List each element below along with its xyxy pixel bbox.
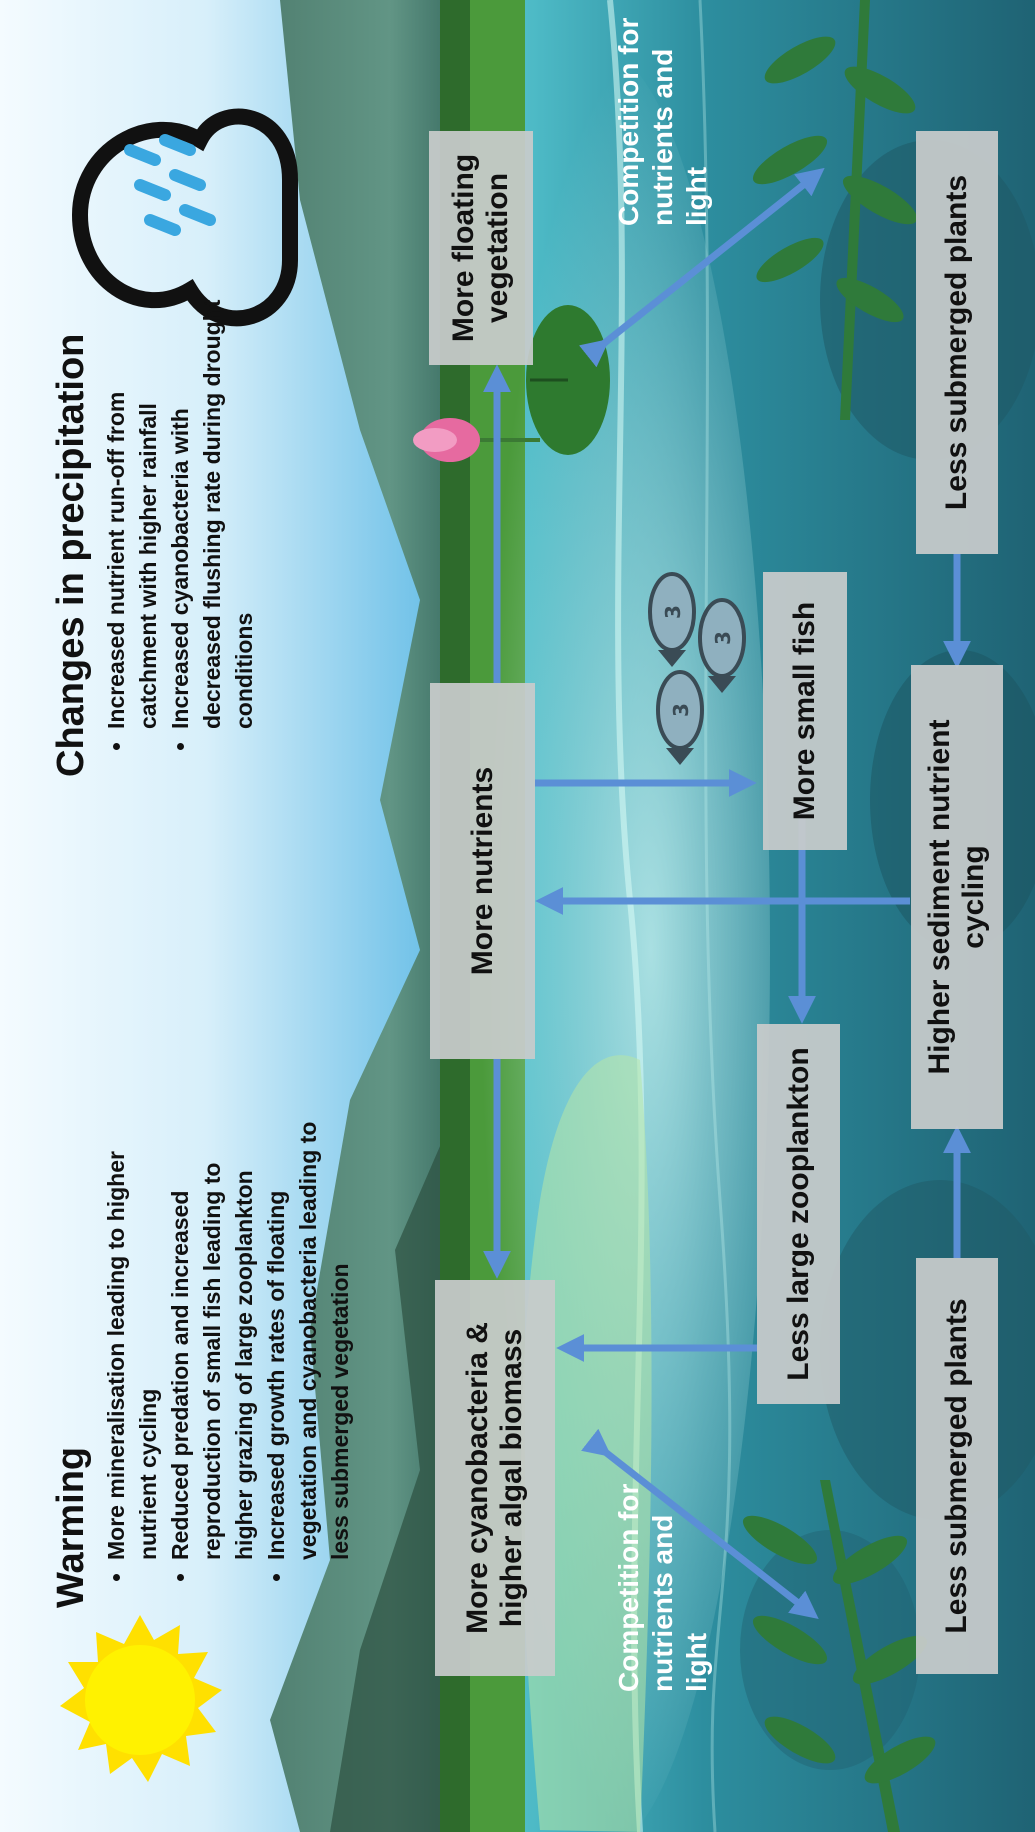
warming-bullets: More mineralisation leading to higher nu… <box>100 1100 356 1600</box>
node-sediment-cycling: Higher sediment nutrient cycling <box>911 665 1003 1129</box>
sun-icon <box>60 1615 222 1782</box>
competition-label-left: Competition for nutrients and light <box>613 1483 712 1692</box>
fish-icon: 3 <box>656 670 704 765</box>
node-nutrients: More nutrients <box>430 683 535 1059</box>
precipitation-bullet: Increased nutrient run-off from catchmen… <box>100 289 164 729</box>
fish-badge-label: 3 <box>669 703 693 717</box>
arrow-competition-right <box>579 167 825 368</box>
warming-bullet: Increased growth rates of floating veget… <box>260 1100 356 1560</box>
waterweed-icon <box>752 0 918 420</box>
arrow-competition-left <box>581 1428 819 1620</box>
node-large-zooplankton: Less large zooplankton <box>757 1024 840 1404</box>
node-submerged-plants-right: Less submerged plants <box>916 131 998 554</box>
competition-label-right: Competition for nutrients and light <box>613 17 712 226</box>
fish-icon: 3 <box>698 598 746 693</box>
fish-badge-label: 3 <box>711 631 735 645</box>
precipitation-bullet: Increased cyanobacteria with decreased f… <box>164 289 260 729</box>
warming-title: Warming <box>50 1446 92 1608</box>
node-floating-vegetation: More floating vegetation <box>429 131 533 365</box>
precipitation-title: Changes in precipitation <box>50 333 92 777</box>
fish-icon: 3 <box>648 572 696 667</box>
warming-bullet: More mineralisation leading to higher nu… <box>100 1100 164 1560</box>
node-cyanobacteria: More cyanobacteria & higher algal biomas… <box>435 1280 555 1676</box>
node-small-fish: More small fish <box>763 572 847 850</box>
rain-cloud-icon <box>71 108 298 327</box>
lotus-flower-icon <box>413 418 480 462</box>
warming-bullet: Reduced predation and increased reproduc… <box>164 1100 260 1560</box>
node-submerged-plants-left: Less submerged plants <box>916 1258 998 1674</box>
fish-badge-label: 3 <box>661 605 685 619</box>
precipitation-bullets: Increased nutrient run-off from catchmen… <box>100 289 260 769</box>
